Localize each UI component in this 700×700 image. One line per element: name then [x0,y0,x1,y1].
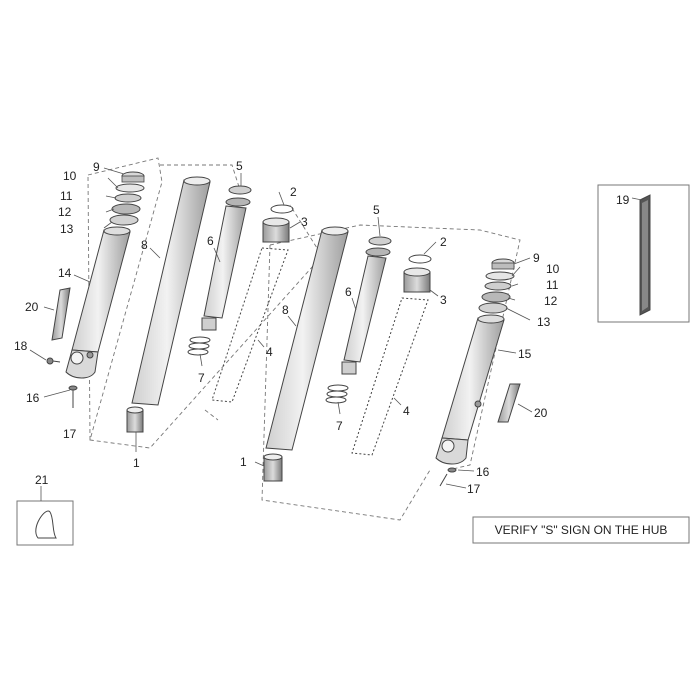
label-10-left: 10 [63,169,77,183]
label-11-left: 11 [60,189,73,203]
label-13-left: 13 [60,222,74,236]
inner-tube-8-left [131,176,211,406]
label-20-left: 20 [25,300,39,314]
label-5-right: 5 [373,203,380,217]
label-20-right: 20 [534,406,548,420]
label-1-left: 1 [133,456,140,470]
label-13-right: 13 [537,315,551,329]
label-12-left: 12 [58,205,72,219]
oring-2-left [270,204,294,214]
label-2-left: 2 [290,185,297,199]
label-9-right: 9 [533,251,540,265]
assembly-outline-right [261,224,521,521]
label-2-right: 2 [440,235,447,249]
screw-18 [46,357,61,365]
spring-4-left [211,217,290,403]
right-slider-15 [435,314,505,465]
label-16-left: 16 [26,391,40,405]
clip-21-box [16,500,74,546]
oring-2-right [408,254,432,264]
label-9-left: 9 [93,160,100,174]
callout-labels: 9 10 11 12 13 14 20 18 16 17 8 1 5 6 7 4… [14,159,630,496]
bush-1-right [263,453,283,482]
label-3-right: 3 [440,293,447,307]
label-14: 14 [58,266,72,280]
label-18: 18 [14,339,28,353]
verify-note: VERIFY "S" SIGN ON THE HUB [472,516,690,544]
ring-11-left [114,193,142,203]
right-cap-stack [478,258,515,314]
small-spring-7-left [187,336,211,356]
label-4-left: 4 [266,345,273,359]
label-6-left: 6 [207,234,214,248]
left-slider-14 [65,226,131,379]
sticker-19-box [597,184,690,323]
label-1-right: 1 [240,455,247,469]
label-19: 19 [616,193,630,207]
label-12-right: 12 [544,294,558,308]
leader-lines [29,167,643,501]
label-4-right: 4 [403,404,410,418]
label-17-right: 17 [467,482,481,496]
label-5-left: 5 [236,159,243,173]
bolt-16-17-left [68,385,78,408]
label-8-left: 8 [141,238,148,252]
left-cap-stack [109,171,145,226]
dust-seal-13-left [109,214,139,226]
pad-20-right [497,383,521,423]
label-11-right: 11 [546,278,559,292]
verify-note-text: VERIFY "S" SIGN ON THE HUB [495,523,668,537]
seal-12-left [111,203,141,215]
damper-rod-6-right [341,236,392,375]
label-10-right: 10 [546,262,560,276]
spring-4-right [351,267,431,456]
label-21: 21 [35,473,49,487]
bolt-16-17-right [439,467,457,487]
label-15: 15 [518,347,532,361]
label-3-left: 3 [301,215,308,229]
label-7-left: 7 [198,371,205,385]
label-8-right: 8 [282,303,289,317]
pad-20-left [51,287,71,341]
label-16-right: 16 [476,465,490,479]
small-spring-7-right [325,384,349,404]
label-17-left: 17 [63,427,77,441]
bush-1-left [126,406,144,433]
label-7-right: 7 [336,419,343,433]
inner-tube-8-right [265,226,349,451]
label-6-right: 6 [345,285,352,299]
damper-rod-6-left [201,185,252,331]
washer-10-left [115,183,145,193]
